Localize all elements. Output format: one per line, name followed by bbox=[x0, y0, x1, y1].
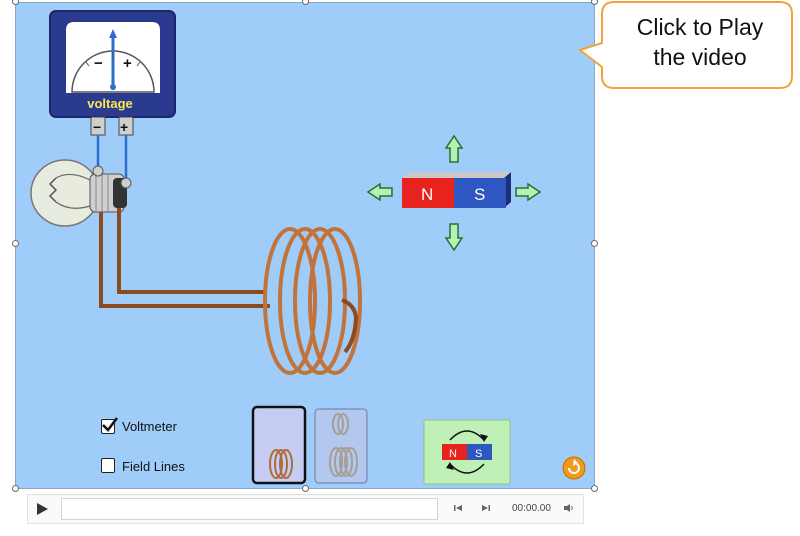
selection-handle[interactable] bbox=[302, 485, 309, 492]
selection-handle[interactable] bbox=[12, 0, 19, 5]
progress-track[interactable] bbox=[61, 498, 438, 520]
tooltip-text: Click to Play the video bbox=[620, 12, 780, 72]
voltmeter-minus-mark: − bbox=[94, 55, 103, 72]
field-lines-checkbox[interactable] bbox=[101, 458, 115, 473]
flip-magnet-button[interactable] bbox=[423, 419, 511, 485]
media-controls: 00:00.00 bbox=[27, 494, 584, 524]
flip-north-label: N bbox=[449, 448, 457, 460]
arrow-up-icon bbox=[444, 134, 464, 163]
voltmeter-label: voltage bbox=[87, 96, 133, 111]
selection-handle[interactable] bbox=[12, 485, 19, 492]
tooltip-line-1: Click to Play bbox=[636, 14, 764, 40]
magnet-north-label: N bbox=[421, 185, 433, 204]
coil-option-two[interactable] bbox=[314, 408, 368, 484]
time-readout: 00:00.00 bbox=[512, 503, 551, 514]
voltmeter bbox=[49, 10, 176, 118]
magnet-move-arrows[interactable] bbox=[366, 134, 542, 252]
tooltip-line-2: the video bbox=[653, 44, 747, 70]
voltmeter-checkbox-label[interactable]: Voltmeter bbox=[122, 419, 177, 434]
voltmeter-plus-mark: + bbox=[123, 55, 132, 72]
circuit-wires bbox=[99, 208, 270, 308]
arrow-left-icon bbox=[366, 182, 393, 202]
selection-handle[interactable] bbox=[591, 240, 598, 247]
light-bulb bbox=[30, 159, 132, 227]
voltmeter-checkbox[interactable] bbox=[101, 417, 118, 434]
next-frame-icon[interactable] bbox=[481, 503, 491, 513]
selection-handle[interactable] bbox=[591, 0, 598, 5]
voltmeter-terminals bbox=[90, 116, 134, 183]
selection-handle[interactable] bbox=[302, 0, 309, 5]
terminal-plus: + bbox=[120, 119, 128, 135]
previous-frame-icon[interactable] bbox=[453, 503, 463, 513]
selection-handle[interactable] bbox=[12, 240, 19, 247]
checkmark-icon bbox=[102, 417, 118, 432]
arrow-right-icon bbox=[515, 182, 542, 202]
field-lines-checkbox-label[interactable]: Field Lines bbox=[122, 459, 185, 474]
reset-icon[interactable] bbox=[562, 456, 586, 480]
play-icon[interactable] bbox=[34, 501, 50, 517]
tooltip-bubble bbox=[577, 1, 793, 89]
volume-icon[interactable] bbox=[563, 503, 575, 513]
selection-handle[interactable] bbox=[591, 485, 598, 492]
arrow-down-icon bbox=[444, 223, 464, 252]
flip-south-label: S bbox=[475, 448, 482, 460]
terminal-minus: − bbox=[93, 119, 101, 135]
bar-magnet[interactable] bbox=[402, 172, 511, 208]
magnet-south-label: S bbox=[474, 185, 485, 204]
coil-option-one[interactable] bbox=[251, 405, 307, 485]
coil bbox=[263, 227, 362, 375]
